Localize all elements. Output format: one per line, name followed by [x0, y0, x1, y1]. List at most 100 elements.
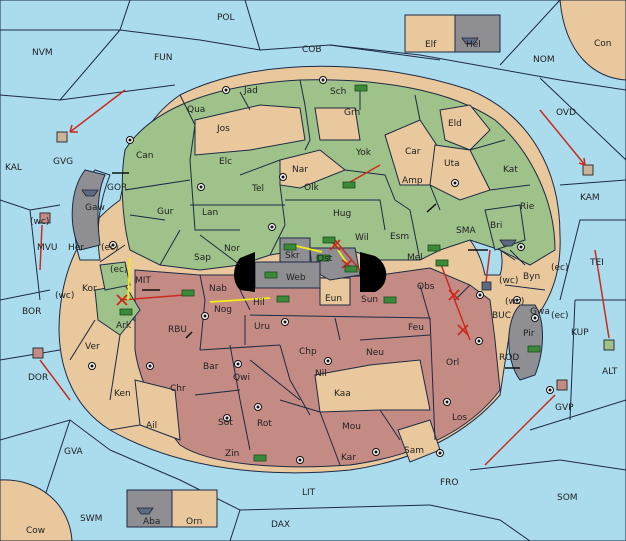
- svg-text:Wil: Wil: [355, 233, 369, 243]
- svg-text:Sam: Sam: [404, 446, 424, 456]
- svg-text:Elc: Elc: [219, 157, 232, 167]
- province-Eld-tan[interactable]: [439, 104, 491, 151]
- svg-text:Hug: Hug: [333, 209, 351, 219]
- svg-text:Tel: Tel: [251, 184, 264, 194]
- svg-text:GVG: GVG: [53, 157, 73, 167]
- svg-text:Bri: Bri: [490, 221, 502, 231]
- svg-text:Olk: Olk: [304, 183, 320, 193]
- svg-text:FRO: FRO: [440, 478, 459, 488]
- offboard-markers: [32, 131, 615, 391]
- svg-text:Ost: Ost: [317, 254, 333, 264]
- svg-text:Jad: Jad: [243, 86, 258, 96]
- svg-text:Web: Web: [286, 273, 306, 283]
- svg-text:Skr: Skr: [285, 251, 300, 261]
- svg-text:OVD: OVD: [556, 108, 576, 118]
- svg-text:Jos: Jos: [216, 124, 230, 134]
- svg-text:GOR: GOR: [107, 183, 127, 193]
- svg-text:Sch: Sch: [330, 87, 346, 97]
- svg-text:DAX: DAX: [271, 520, 290, 530]
- svg-text:Can: Can: [136, 151, 154, 161]
- svg-text:ROD: ROD: [499, 353, 519, 363]
- svg-text:Qua: Qua: [187, 105, 205, 115]
- svg-text:Uru: Uru: [254, 322, 270, 332]
- svg-text:KAL: KAL: [5, 163, 22, 173]
- svg-text:(ec): (ec): [551, 311, 569, 321]
- svg-text:RBU: RBU: [168, 325, 187, 335]
- svg-text:DOR: DOR: [28, 373, 48, 383]
- svg-text:Rie: Rie: [520, 202, 535, 212]
- province-Pir[interactable]: [508, 304, 543, 381]
- svg-text:Gur: Gur: [157, 207, 174, 217]
- svg-text:GVP: GVP: [555, 403, 574, 413]
- svg-text:GVA: GVA: [64, 447, 84, 457]
- home-box-Hel[interactable]: [454, 14, 501, 53]
- units-green: [119, 84, 541, 462]
- svg-text:Chp: Chp: [299, 347, 317, 357]
- province-Bri[interactable]: [484, 204, 526, 251]
- svg-text:Ark: Ark: [116, 321, 132, 331]
- svg-text:Nil: Nil: [315, 369, 327, 379]
- svg-text:Sap: Sap: [194, 253, 211, 263]
- dislodge-marks: [116, 239, 469, 336]
- svg-text:Car: Car: [405, 147, 421, 157]
- province-Uta[interactable]: [429, 144, 491, 201]
- svg-text:Eun: Eun: [325, 294, 342, 304]
- svg-text:(wc): (wc): [30, 217, 49, 227]
- svg-text:Rot: Rot: [257, 419, 272, 429]
- province-Grh-tan[interactable]: [314, 107, 361, 141]
- svg-text:SMA: SMA: [456, 226, 476, 236]
- svg-text:(ec): (ec): [110, 265, 128, 275]
- svg-text:Byn: Byn: [523, 272, 540, 282]
- svg-text:Yok: Yok: [355, 148, 372, 158]
- svg-text:(wc): (wc): [505, 297, 524, 307]
- province-Nar-tan[interactable]: [279, 149, 346, 189]
- svg-text:Neu: Neu: [366, 348, 384, 358]
- province-Jos[interactable]: [194, 104, 306, 156]
- svg-text:Hil: Hil: [253, 298, 265, 308]
- svg-text:Eld: Eld: [448, 119, 462, 129]
- province-Ail-tan[interactable]: [134, 379, 181, 441]
- svg-text:KAM: KAM: [580, 193, 600, 203]
- svg-text:Nor: Nor: [224, 244, 240, 254]
- home-box-Orn[interactable]: [171, 489, 218, 528]
- svg-text:(wc): (wc): [499, 276, 518, 286]
- svg-text:Ail: Ail: [146, 421, 157, 431]
- svg-text:Esm: Esm: [390, 232, 409, 242]
- svg-text:Aba: Aba: [143, 517, 160, 527]
- svg-text:Con: Con: [594, 39, 612, 49]
- svg-text:Uta: Uta: [444, 159, 460, 169]
- svg-text:Lan: Lan: [202, 208, 218, 218]
- units-ships: [81, 37, 517, 515]
- svg-text:Kar: Kar: [341, 453, 356, 463]
- svg-text:Her: Her: [68, 243, 84, 253]
- svg-text:Qwi: Qwi: [233, 373, 250, 383]
- svg-text:Nar: Nar: [292, 165, 308, 175]
- svg-text:BUC: BUC: [492, 311, 511, 321]
- svg-text:Grh: Grh: [344, 108, 360, 118]
- svg-text:ALT: ALT: [602, 367, 618, 377]
- svg-text:Mou: Mou: [342, 422, 361, 432]
- svg-text:Elf: Elf: [425, 40, 437, 50]
- svg-text:LIT: LIT: [302, 488, 316, 498]
- svg-text:SOM: SOM: [557, 493, 578, 503]
- svg-text:Bar: Bar: [203, 362, 219, 372]
- svg-text:(wc): (wc): [55, 291, 74, 301]
- svg-text:POL: POL: [217, 13, 235, 23]
- svg-text:BOR: BOR: [22, 307, 41, 317]
- svg-text:Feu: Feu: [408, 323, 424, 333]
- cap-west: [234, 252, 255, 292]
- svg-text:Orn: Orn: [186, 517, 202, 527]
- svg-text:Kat: Kat: [503, 165, 518, 175]
- svg-text:NOM: NOM: [533, 55, 555, 65]
- svg-text:Zin: Zin: [225, 449, 239, 459]
- province-Kor-green[interactable]: [99, 261, 131, 291]
- svg-text:FUN: FUN: [154, 53, 173, 63]
- svg-text:Nog: Nog: [214, 305, 232, 315]
- svg-text:Kaa: Kaa: [334, 389, 351, 399]
- svg-text:Mel: Mel: [407, 253, 423, 263]
- svg-text:SWM: SWM: [80, 514, 102, 524]
- svg-text:Obs: Obs: [417, 282, 435, 292]
